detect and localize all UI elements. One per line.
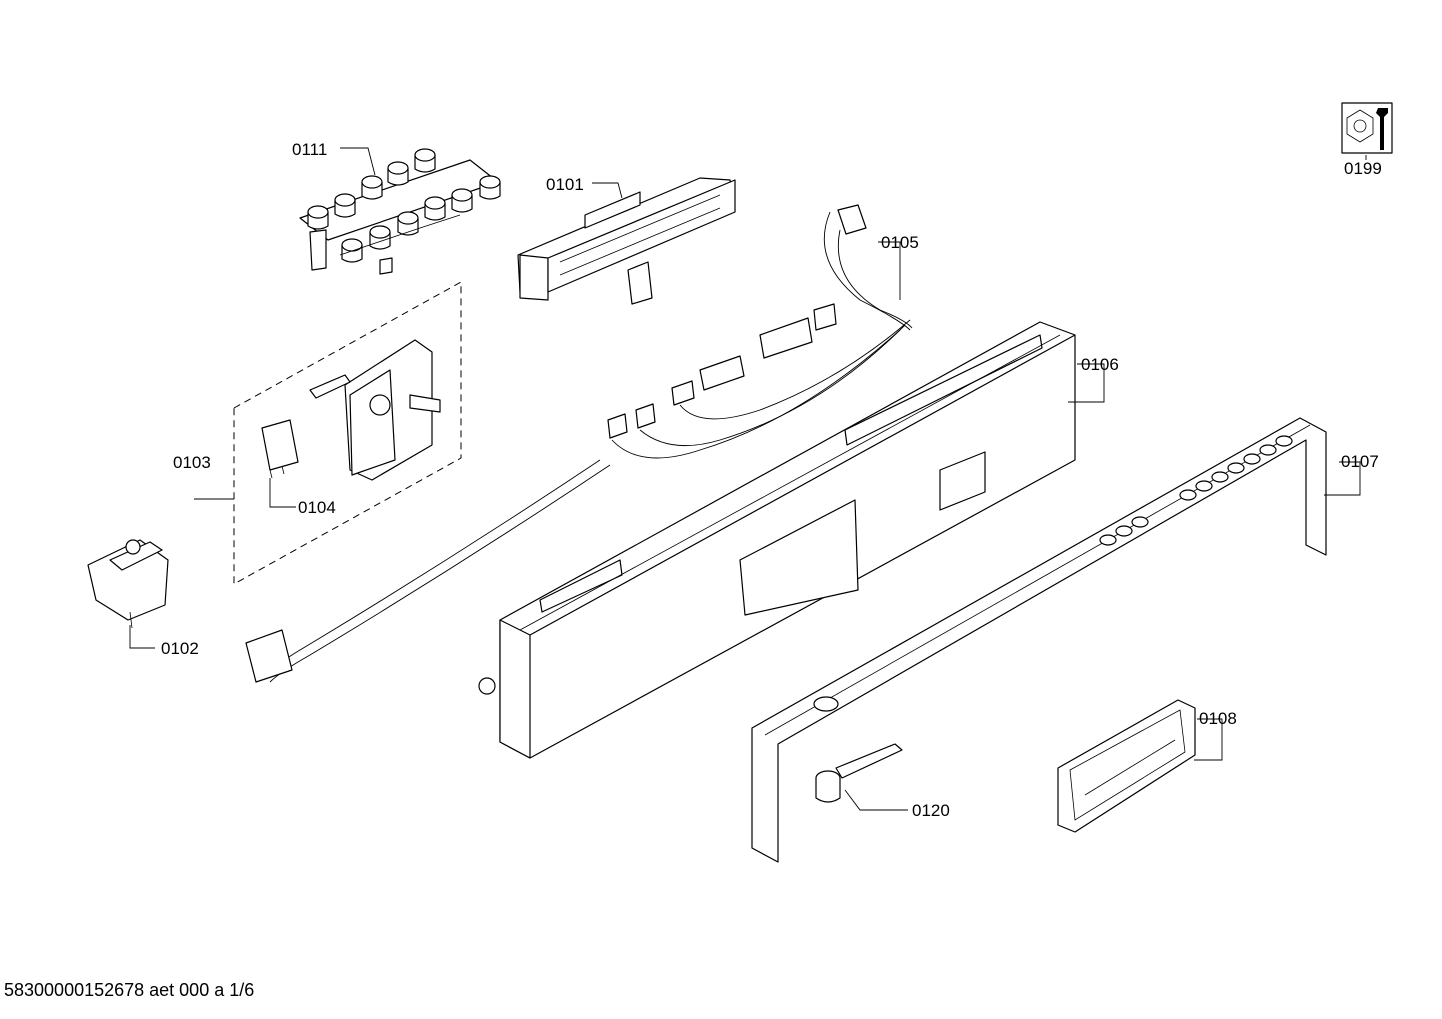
callout-0101: 0101 — [546, 175, 584, 194]
key-cap — [361, 175, 383, 200]
key-cap — [424, 196, 446, 221]
part-0105-wiring-harness — [245, 204, 913, 683]
key-cap — [397, 211, 419, 236]
part-0108-handle-insert — [1057, 699, 1196, 833]
part-0120-lever — [815, 743, 903, 803]
part-0104-relay — [261, 419, 299, 479]
callout-0105: 0105 — [881, 233, 919, 252]
callout-0102: 0102 — [161, 639, 199, 658]
part-0111-key-assembly — [299, 148, 501, 275]
callout-0104: 0104 — [298, 498, 336, 517]
trim-hole — [1243, 453, 1261, 465]
key-cap — [369, 225, 391, 250]
trim-hole — [1211, 471, 1229, 483]
trim-hole — [1099, 534, 1117, 546]
trim-hole — [1115, 525, 1133, 537]
callout-0106: 0106 — [1081, 355, 1119, 374]
key-cap — [387, 161, 409, 186]
trim-hole — [1195, 480, 1213, 492]
key-cap — [479, 175, 501, 200]
key-cap — [307, 205, 329, 230]
trim-hole — [1227, 462, 1245, 474]
key-cap — [341, 238, 363, 263]
trim-hole — [1131, 516, 1149, 528]
callout-0107: 0107 — [1341, 452, 1379, 471]
callout-0103: 0103 — [173, 453, 211, 472]
part-0107-trim-frame — [751, 417, 1327, 863]
callout-0120: 0120 — [912, 801, 950, 820]
document-id: 58300000152678 aet 000 a 1/6 — [4, 980, 255, 1000]
key-cap — [451, 188, 473, 213]
leader-lines — [129, 147, 1367, 811]
trim-hole — [1275, 435, 1293, 447]
part-0106-control-panel-frame — [478, 321, 1076, 759]
callout-0111: 0111 — [292, 140, 327, 159]
part-0102-switch — [87, 539, 169, 629]
callout-0108: 0108 — [1199, 709, 1237, 728]
part-0101-control-module — [517, 177, 736, 305]
callout-0199: 0199 — [1344, 159, 1382, 178]
key-cap — [334, 193, 356, 218]
trim-hole — [1179, 489, 1197, 501]
nut-wrench-icon — [1341, 102, 1393, 154]
trim-hole — [1259, 444, 1277, 456]
part-0103-group — [233, 281, 462, 585]
key-cap — [414, 148, 436, 173]
